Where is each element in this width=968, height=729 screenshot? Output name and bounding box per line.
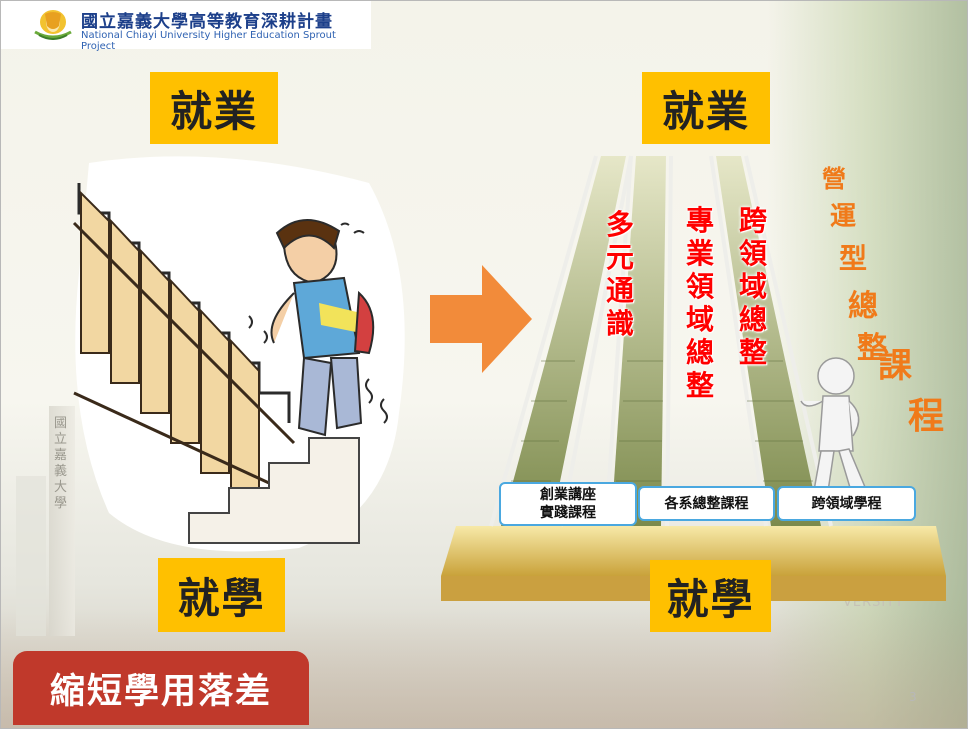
header: 國立嘉義大學高等教育深耕計畫 National Chiayi Universit… [1, 1, 371, 52]
background-monument [49, 406, 75, 636]
escalator-label-interdisciplinary-capstone: 跨領域總整 [738, 204, 767, 369]
escalator-label-general-education: 多元通識 [605, 208, 634, 340]
background-trees [767, 1, 967, 728]
side-label-char-4: 總 [848, 289, 878, 324]
course-box-department-capstone: 各系總整課程 [638, 486, 775, 521]
stair-climbing-illustration [72, 156, 405, 552]
right-bottom-label: 就學 [650, 560, 771, 632]
side-label-char-1: 營 [822, 165, 846, 193]
header-subtitle: National Chiayi University Higher Educat… [81, 30, 336, 52]
side-label-char-2: 運 [829, 202, 856, 232]
university-logo-icon [34, 10, 72, 40]
arrow-right-icon [430, 265, 532, 373]
side-label-char-7: 程 [907, 396, 944, 437]
page-number: 3 [909, 690, 917, 704]
side-label-char-3: 型 [838, 242, 867, 275]
escalator-label-professional-capstone: 專業領域總整 [685, 204, 714, 402]
course-box-entrepreneurship: 創業講座 實踐課程 [499, 482, 637, 526]
left-bottom-label: 就學 [158, 558, 285, 632]
header-title: 國立嘉義大學高等教育深耕計畫 [81, 12, 333, 32]
escalator-illustration [441, 155, 946, 601]
left-top-label: 就業 [150, 72, 278, 144]
side-label-char-5: 整 [857, 331, 887, 366]
bottom-banner: 縮短學用落差 [13, 651, 309, 725]
side-label-char-6: 課 [878, 346, 912, 386]
course-box-interdisciplinary-program: 跨領域學程 [777, 486, 916, 521]
right-top-label: 就業 [642, 72, 770, 144]
monument-text: 國立嘉義大學 [54, 416, 68, 511]
background-tower [16, 476, 46, 636]
